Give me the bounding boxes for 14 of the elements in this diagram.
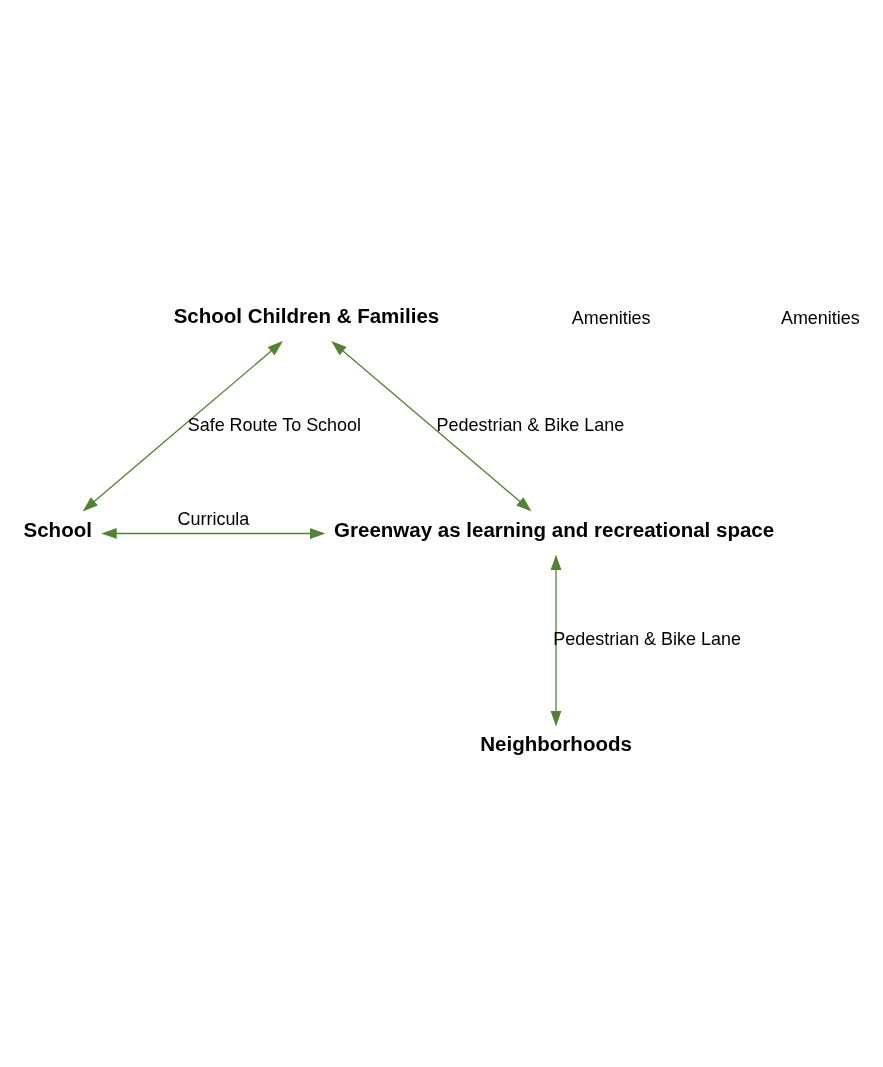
edge-label: Pedestrian & Bike Lane xyxy=(553,629,741,650)
arrow xyxy=(550,554,562,727)
edge-label: Safe Route To School xyxy=(187,415,362,436)
node-text: Neighborhoods xyxy=(480,732,632,756)
label: Amenities xyxy=(780,307,860,328)
arrow xyxy=(101,528,326,539)
arrow xyxy=(331,341,532,512)
node-text: School xyxy=(23,518,92,542)
node-text: School Children & Families xyxy=(173,303,440,327)
label: Amenities xyxy=(571,307,651,328)
node-text: Greenway as learning and recreational space xyxy=(334,518,775,542)
edge-label: Pedestrian & Bike Lane xyxy=(436,415,625,436)
edge-label: Curricula xyxy=(177,508,250,529)
arrow xyxy=(82,341,283,512)
